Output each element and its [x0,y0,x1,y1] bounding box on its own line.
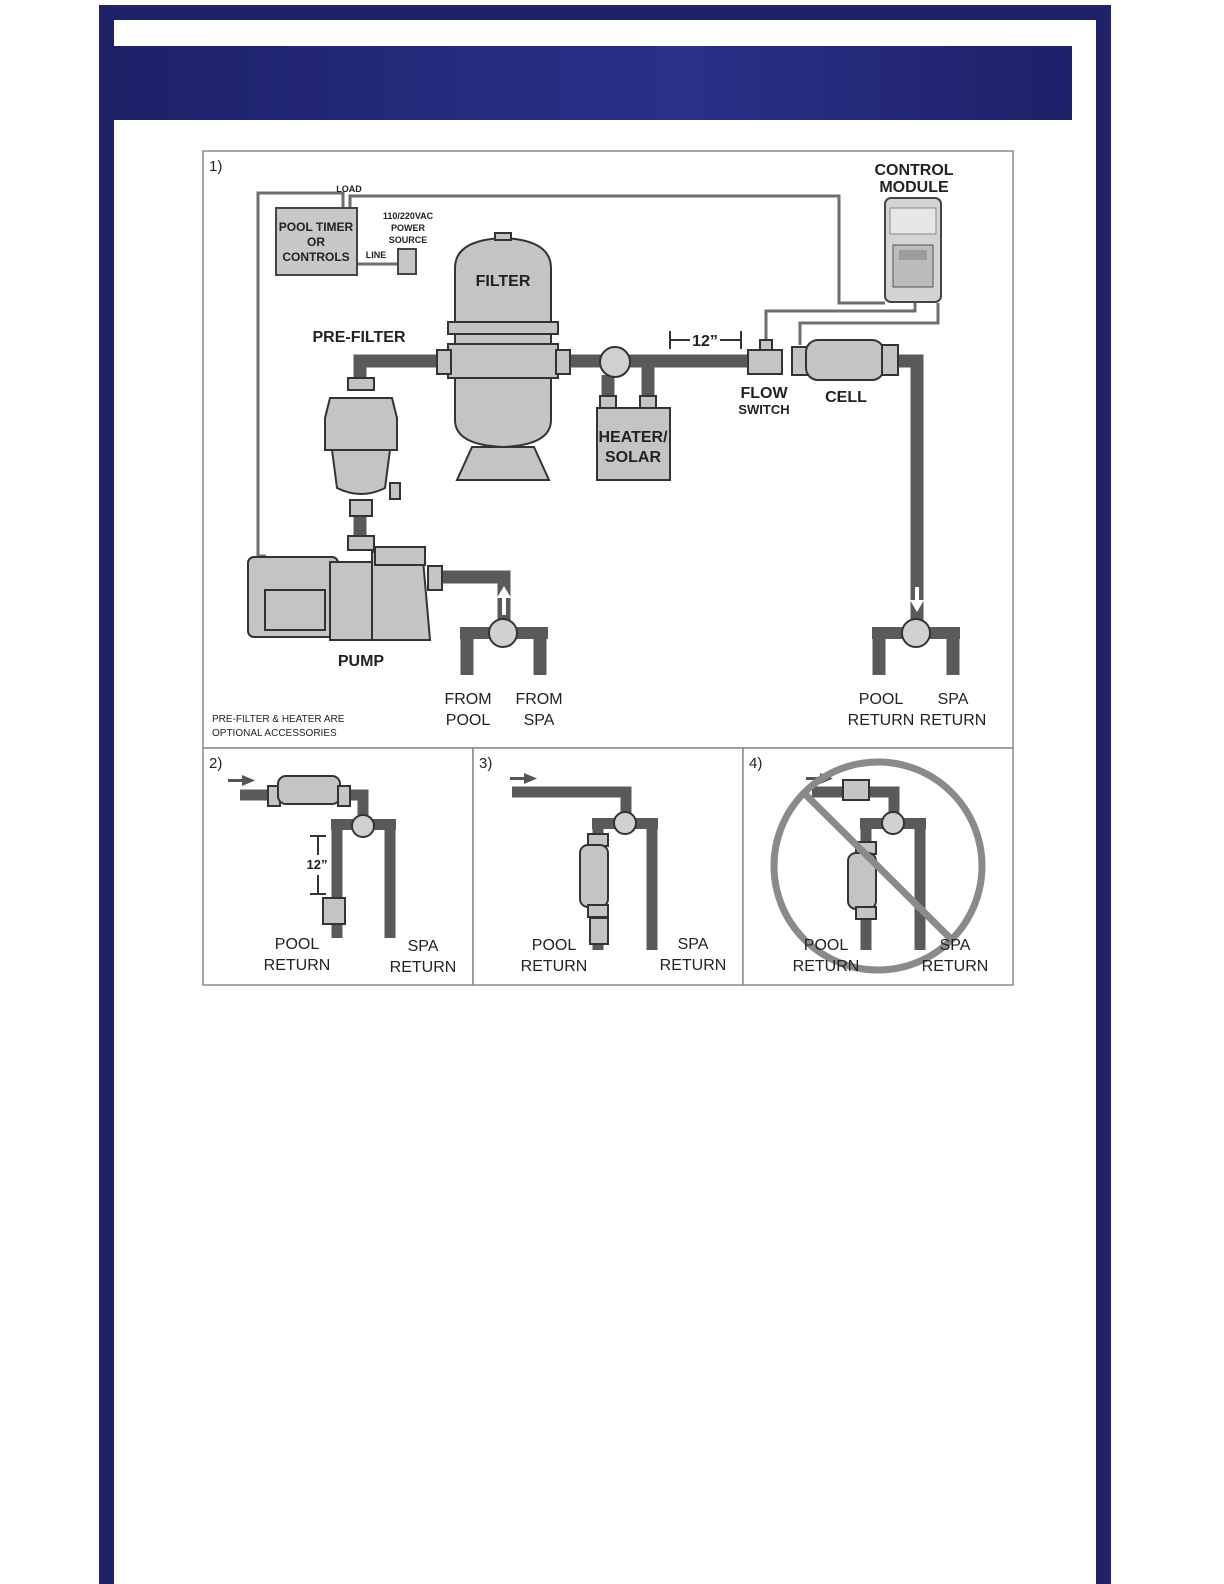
heater-solar-box [596,407,671,481]
panel-4-pool-return-2: RETURN [793,958,860,975]
panel-3-pool-return-1: POOL [532,937,577,954]
panel-2-dimension [310,835,326,895]
twelve-inch-dimension [669,331,742,349]
panel-4-flow-switch [842,779,870,801]
pre-filter [324,377,401,517]
flow-switch-label-2: SWITCH [738,402,789,417]
from-spa-label-2: SPA [524,712,555,729]
spa-return-label-1: SPA [938,691,969,708]
panel-2-spa-return-2: RETURN [390,959,457,976]
panel-3-cell [579,833,609,918]
power-source-label-2: POWER [391,223,426,233]
valves [488,346,931,648]
heater-outlet [639,395,657,409]
panel-3-spa-return-2: RETURN [660,957,727,974]
load-label: LOAD [336,184,362,194]
pool-timer-label-2: OR [307,235,325,249]
panel-3-valve [613,811,637,835]
control-module-label-2: MODULE [879,179,949,196]
pool-timer-box [275,207,358,276]
cell-label: CELL [825,389,867,406]
heater-label-1: HEATER/ [598,429,668,446]
panel-2-spa-return-1: SPA [408,938,439,955]
power-source-label-3: SOURCE [389,235,428,245]
header-banner [114,46,1072,120]
pool-timer-label-3: CONTROLS [282,250,349,264]
panel-4-valve [881,811,905,835]
filter-label: FILTER [476,273,531,290]
control-module [884,197,942,303]
from-spa-label-1: FROM [515,691,562,708]
prohibited-icon [770,758,986,974]
panel-3-flow-switch [589,917,609,945]
from-pool-label-1: FROM [444,691,491,708]
power-source-box [397,248,417,275]
pre-filter-label: PRE-FILTER [312,329,405,346]
panel-2-twelve-label: 12” [307,857,328,872]
panel-4-spa-return-2: RETURN [922,958,989,975]
prohibited-slash [801,790,955,943]
panel-2-cell [267,775,351,807]
panel-3-spa-return-1: SPA [678,936,709,953]
spa-return-label-2: RETURN [920,712,987,729]
flow-arrows [497,586,924,615]
panel-4-pool-return-1: POOL [804,937,849,954]
panel-3-pool-return-2: RETURN [521,958,588,975]
salt-cell [791,339,899,381]
optional-note-1: PRE-FILTER & HEATER ARE [212,714,345,725]
from-pool-label-2: POOL [446,712,491,729]
panel-4-number: 4) [749,755,762,772]
optional-note-2: OPTIONAL ACCESSORIES [212,728,337,739]
panel-3-arrow [510,773,537,784]
twelve-inch-label: 12” [692,333,718,350]
panel-4-spa-return-1: SPA [940,937,971,954]
panel-2-pool-return-2: RETURN [264,957,331,974]
pool-timer-label-1: POOL TIMER [279,220,354,234]
pool-return-label-2: RETURN [848,712,915,729]
panel-2-valve [351,814,375,838]
panel-2-flow-switch [322,897,346,925]
pump [247,535,443,641]
power-source-label-1: 110/220VAC [383,211,434,221]
filter-tank [436,232,571,481]
panel-1-number: 1) [209,158,222,175]
panel-2-arrow [228,775,255,786]
flow-switch-label-1: FLOW [740,385,788,402]
heater-label-2: SOLAR [605,449,661,466]
flow-switch [747,339,783,375]
line-label: LINE [366,250,387,260]
heater-inlet [599,395,617,409]
pool-return-label-1: POOL [859,691,904,708]
panel-3-number: 3) [479,755,492,772]
panel-2-number: 2) [209,755,222,772]
panel-2-pool-return-1: POOL [275,936,320,953]
pump-label: PUMP [338,653,385,670]
control-module-label-1: CONTROL [874,162,953,179]
